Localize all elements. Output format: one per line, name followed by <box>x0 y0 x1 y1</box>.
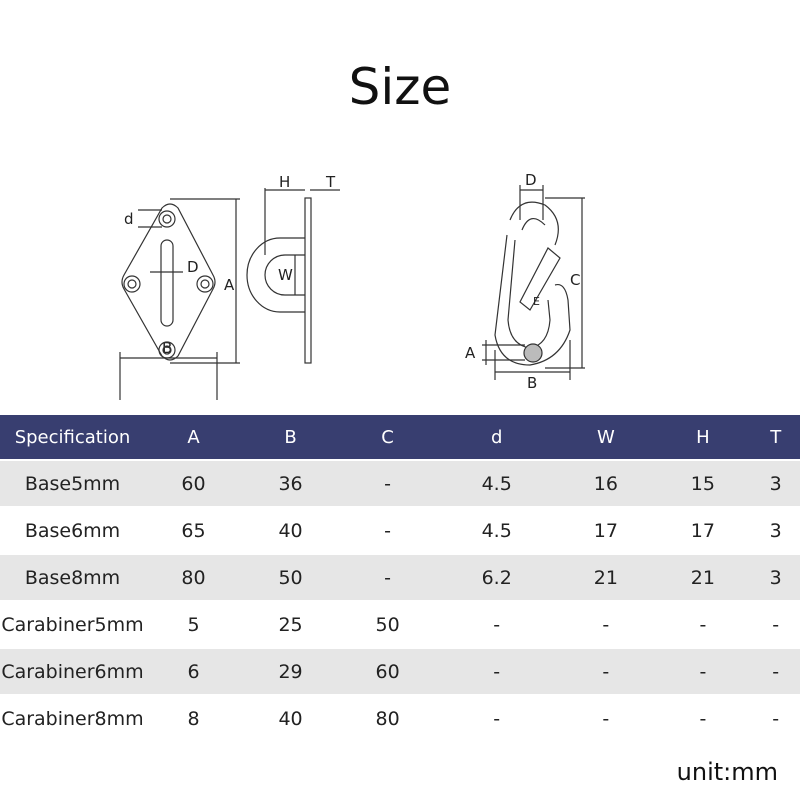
cell-specification: Carabiner5mm <box>0 601 145 648</box>
cell-c: - <box>339 460 437 507</box>
cell-a: 60 <box>145 460 243 507</box>
dimension-diagrams: B D d A H T W D <box>119 171 585 400</box>
cell-c: - <box>339 507 437 554</box>
cell-h: 15 <box>654 460 752 507</box>
carabiner-view: D C A B E <box>465 171 585 392</box>
base-plate-front-view: B D d A <box>119 198 240 400</box>
label-d: d <box>124 210 134 228</box>
cell-t: - <box>751 601 800 648</box>
cell-a: 6 <box>145 648 243 695</box>
cell-specification: Base6mm <box>0 507 145 554</box>
label-h: H <box>279 173 290 191</box>
cell-a: 8 <box>145 695 243 741</box>
cell-d: 4.5 <box>436 507 558 554</box>
cell-specification: Base5mm <box>0 460 145 507</box>
cell-w: 16 <box>557 460 655 507</box>
cell-b: 50 <box>242 554 340 601</box>
header-h: H <box>654 415 752 460</box>
cell-c: - <box>339 554 437 601</box>
label-w: W <box>278 266 293 284</box>
cell-b: 40 <box>242 507 340 554</box>
cell-a: 5 <box>145 601 243 648</box>
cell-d: - <box>436 601 558 648</box>
cell-c: 50 <box>339 601 437 648</box>
cell-t: 3 <box>751 507 800 554</box>
label-D: D <box>187 258 199 276</box>
page-title: Size <box>348 58 452 116</box>
label-b: B <box>162 339 172 357</box>
label-hook-C: C <box>570 271 580 289</box>
cell-t: - <box>751 648 800 695</box>
cell-d: 6.2 <box>436 554 558 601</box>
table-header-row: Specification A B C d W H T <box>0 415 800 460</box>
cell-b: 25 <box>242 601 340 648</box>
cell-a: 65 <box>145 507 243 554</box>
cell-c: 80 <box>339 695 437 741</box>
cell-b: 36 <box>242 460 340 507</box>
header-b: B <box>242 415 340 460</box>
cell-h: 17 <box>654 507 752 554</box>
header-c: C <box>339 415 437 460</box>
cell-a: 80 <box>145 554 243 601</box>
cell-d: - <box>436 695 558 741</box>
header-t: T <box>751 415 800 460</box>
cell-h: - <box>654 695 752 741</box>
cell-w: 17 <box>557 507 655 554</box>
label-hook-B: B <box>527 374 537 392</box>
header-d: d <box>436 415 558 460</box>
cell-d: - <box>436 648 558 695</box>
label-a: A <box>224 276 235 294</box>
cell-specification: Carabiner6mm <box>0 648 145 695</box>
cell-h: 21 <box>654 554 752 601</box>
base-plate-side-view: H T W <box>246 173 340 364</box>
header-specification: Specification <box>0 415 145 460</box>
label-hook-A: A <box>465 344 476 362</box>
label-hook-E: E <box>533 295 540 308</box>
cell-h: - <box>654 601 752 648</box>
cell-d: 4.5 <box>436 460 558 507</box>
cell-c: 60 <box>339 648 437 695</box>
cell-h: - <box>654 648 752 695</box>
cell-w: - <box>557 601 655 648</box>
cell-t: 3 <box>751 460 800 507</box>
cell-w: - <box>557 695 655 741</box>
header-a: A <box>145 415 243 460</box>
label-hook-D: D <box>525 171 537 189</box>
cell-b: 29 <box>242 648 340 695</box>
cell-t: 3 <box>751 554 800 601</box>
unit-label: unit:mm <box>676 758 778 786</box>
label-t: T <box>325 173 336 191</box>
cell-w: 21 <box>557 554 655 601</box>
cell-w: - <box>557 648 655 695</box>
cell-specification: Base8mm <box>0 554 145 601</box>
cell-t: - <box>751 695 800 741</box>
cell-specification: Carabiner8mm <box>0 695 145 741</box>
header-w: W <box>557 415 655 460</box>
cell-b: 40 <box>242 695 340 741</box>
